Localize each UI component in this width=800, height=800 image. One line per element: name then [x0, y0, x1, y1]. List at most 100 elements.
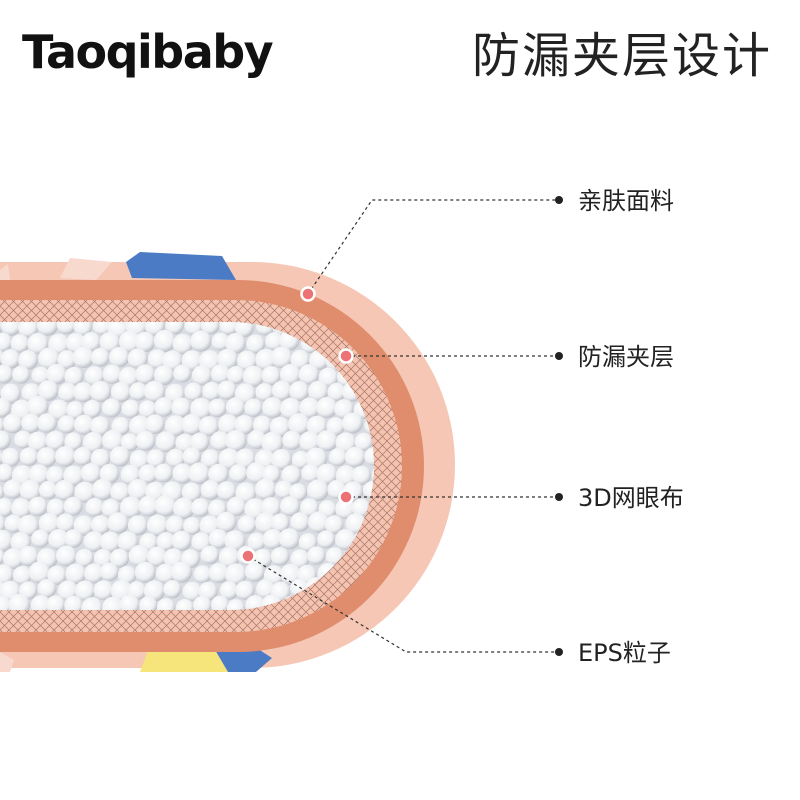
- eps-bead: [154, 463, 173, 483]
- eps-bead: [92, 322, 112, 336]
- eps-bead: [156, 598, 176, 610]
- eps-bead: [54, 479, 75, 501]
- eps-bead: [354, 432, 373, 451]
- eps-bead: [14, 430, 32, 449]
- eps-bead: [255, 383, 274, 402]
- eps-bead: [218, 547, 240, 568]
- eps-bead: [316, 463, 338, 485]
- eps-bead: [226, 496, 247, 516]
- eps-bead: [129, 450, 150, 470]
- eps-bead: [120, 433, 139, 452]
- eps-bead: [165, 322, 184, 335]
- eps-bead: [28, 561, 51, 584]
- eps-bead: [218, 414, 239, 435]
- eps-bead: [18, 546, 39, 566]
- eps-bead: [224, 530, 246, 552]
- eps-bead: [298, 533, 318, 552]
- eps-bead: [83, 399, 102, 419]
- eps-bead: [0, 463, 14, 483]
- eps-bead: [27, 332, 49, 355]
- eps-bead: [109, 346, 130, 368]
- eps-bead: [200, 322, 220, 335]
- eps-bead: [261, 366, 281, 386]
- eps-bead: [235, 448, 256, 469]
- eps-bead: [307, 546, 326, 565]
- eps-bead: [226, 599, 245, 610]
- eps-bead: [245, 595, 266, 610]
- eps-bead: [0, 529, 13, 552]
- eps-bead: [3, 479, 23, 499]
- eps-bead: [170, 561, 193, 583]
- eps-bead: [119, 594, 140, 610]
- eps-bead: [93, 580, 114, 601]
- eps-bead: [210, 431, 230, 451]
- eps-bead: [129, 382, 148, 401]
- eps-bead: [184, 382, 203, 401]
- eps-bead: [208, 463, 229, 485]
- eps-bead: [262, 528, 284, 550]
- eps-bead: [134, 561, 156, 583]
- eps-bead: [271, 449, 293, 470]
- eps-bead: [2, 548, 24, 570]
- eps-bead: [135, 430, 156, 451]
- eps-bead: [143, 580, 165, 602]
- eps-bead: [0, 513, 6, 535]
- eps-bead: [225, 429, 247, 452]
- eps-bead: [237, 350, 258, 371]
- eps-bead: [38, 512, 60, 535]
- eps-bead: [224, 563, 247, 586]
- eps-bead: [90, 448, 111, 469]
- eps-bead: [102, 596, 124, 610]
- eps-bead: [11, 498, 32, 519]
- eps-bead: [57, 350, 77, 370]
- eps-bead: [211, 595, 230, 610]
- eps-bead: [280, 496, 300, 517]
- eps-bead: [153, 329, 176, 352]
- eps-bead: [219, 322, 239, 336]
- eps-bead: [0, 349, 21, 369]
- eps-bead: [216, 481, 237, 501]
- eps-bead: [12, 365, 31, 384]
- eps-bead: [190, 432, 210, 452]
- eps-bead: [290, 349, 311, 370]
- eps-bead: [270, 346, 293, 369]
- eps-bead: [271, 380, 292, 401]
- eps-bead: [146, 449, 166, 468]
- eps-bead: [64, 432, 83, 451]
- eps-bead: [90, 347, 110, 367]
- page-title: 防漏夹层设计: [471, 28, 772, 84]
- eps-bead: [217, 380, 237, 400]
- eps-bead: [278, 528, 300, 550]
- eps-bead: [289, 483, 308, 502]
- eps-bead: [1, 322, 21, 336]
- eps-bead: [84, 366, 105, 386]
- eps-bead: [235, 580, 255, 600]
- eps-bead: [172, 497, 195, 520]
- eps-bead: [308, 380, 329, 402]
- eps-bead: [191, 365, 213, 386]
- eps-bead: [164, 415, 187, 437]
- eps-bead: [8, 593, 31, 610]
- eps-bead: [57, 580, 79, 601]
- eps-bead: [202, 381, 222, 401]
- eps-bead: [99, 562, 119, 582]
- eps-bead: [335, 498, 356, 519]
- eps-bead: [144, 322, 165, 336]
- eps-bead: [12, 565, 32, 585]
- eps-bead: [154, 397, 174, 417]
- eps-bead: [193, 595, 212, 610]
- eps-bead: [281, 465, 302, 485]
- eps-bead: [182, 581, 203, 602]
- eps-bead: [58, 382, 78, 403]
- eps-bead: [90, 515, 111, 535]
- eps-bead: [46, 498, 66, 518]
- eps-bead: [274, 480, 294, 499]
- eps-bead: [229, 464, 248, 483]
- eps-bead: [37, 413, 57, 433]
- eps-bead: [18, 322, 39, 338]
- eps-bead: [0, 397, 12, 418]
- eps-bead: [289, 381, 310, 401]
- eps-bead: [0, 498, 14, 517]
- eps-bead: [90, 416, 110, 436]
- eps-bead: [65, 563, 87, 585]
